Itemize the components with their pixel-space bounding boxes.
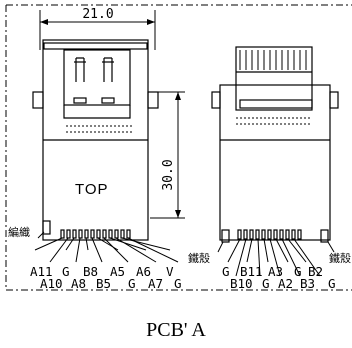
pin-label: V [166,264,174,279]
drawing-title: PCB' A [146,319,206,341]
pin-label: B5 [96,276,111,291]
right-leaders [217,238,335,277]
pin-label: B2 [308,264,323,279]
pin-label: B8 [83,264,98,279]
pin-label: A2 [278,276,293,291]
bottom-pad-row [60,229,131,239]
right-pad-row [237,229,302,240]
right-connector-view: 鐵殼 鐵殼 G B11 A3 G B2 B10 G A2 B3 G [188,46,351,291]
pin-label: G [222,264,230,279]
right-right-ground-pad [320,229,329,243]
pin-label: B3 [300,276,315,291]
left-ground-pad [42,220,51,235]
right-pin-labels-top: G B11 A3 G B2 [222,264,323,279]
right-tab [147,91,159,109]
pin-label: A10 [40,276,63,291]
pin-label: A8 [71,276,86,291]
right-connector-body [219,84,331,241]
top-label: TOP [75,181,109,198]
right-pin-labels-bottom: B10 G A2 B3 G [230,276,336,291]
right-right-tab [329,91,339,109]
pin-label: A11 [30,264,53,279]
right-shell-ribs [239,50,307,70]
pin-label: A6 [136,264,151,279]
pin-label: G [62,264,70,279]
pin-label: G [128,276,136,291]
left-connector-view: 21.0 TOP [8,7,185,291]
pin-label: A3 [268,264,283,279]
right-plug-shell [235,46,313,111]
left-pin-labels-top: A11 G B8 A5 A6 V [30,264,174,279]
right-side-note-left: 鐵殼 [188,251,210,265]
pin-label: G [328,276,336,291]
pin-label: G [174,276,182,291]
pin-label: A7 [148,276,163,291]
left-pin-labels-bottom: A10 A8 B5 G A7 G [40,276,182,291]
height-dimension [150,91,185,219]
plug-opening [63,49,131,106]
pin-label: B10 [230,276,253,291]
width-dimension [39,10,156,50]
right-side-note-right: 鐵殼 [329,251,351,265]
pin-label: G [294,264,302,279]
board-outline [5,4,352,291]
left-leaders [34,231,179,263]
contact-slots [73,57,115,104]
pin-label: B11 [240,264,263,279]
pin-label: G [262,276,270,291]
height-dim-label: 30.0 [161,159,176,190]
left-side-note: 編織 [8,225,30,239]
width-dim-label: 21.0 [82,7,113,22]
upper-pin-row [66,125,132,133]
right-left-ground-pad [221,229,230,243]
pin-label: A5 [110,264,125,279]
right-left-tab [211,91,221,109]
left-tab [32,91,44,109]
right-upper-pin-row [236,117,312,125]
